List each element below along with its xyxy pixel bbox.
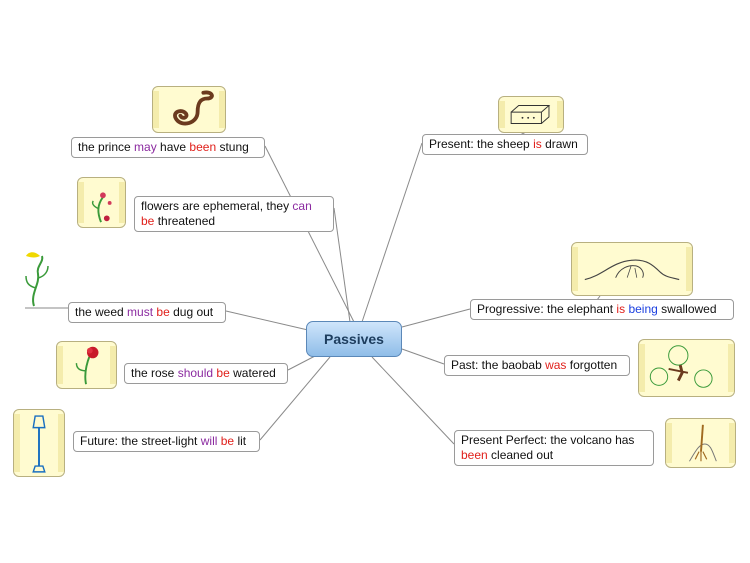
auxiliary-verb: is	[533, 137, 542, 151]
node-elephant[interactable]: Progressive: the elephant is being swall…	[470, 299, 734, 320]
flower-image[interactable]	[77, 177, 126, 228]
auxiliary-verb: be	[156, 305, 170, 319]
text: stung	[216, 140, 249, 154]
connector-sheep	[361, 142, 423, 323]
node-weed[interactable]: the weed must be dug out	[68, 302, 226, 323]
modal-verb: may	[134, 140, 157, 154]
flower-icon	[91, 192, 112, 223]
node-rose[interactable]: the rose should be watered	[124, 363, 288, 384]
rose-image[interactable]	[56, 341, 117, 389]
text: Present Perfect: the volcano has	[461, 433, 635, 447]
node-baobab[interactable]: Past: the baobab was forgotten	[444, 355, 630, 376]
connector-baobab	[401, 348, 445, 365]
elephant-boa-icon	[584, 259, 680, 281]
connector-flowers	[333, 207, 351, 323]
node-sheep[interactable]: Present: the sheep is drawn	[422, 134, 588, 155]
text: dug out	[169, 305, 214, 319]
auxiliary-verb: be	[216, 366, 230, 380]
street-light-image[interactable]	[13, 409, 65, 477]
connector-streetlight	[259, 356, 331, 441]
elephant-boa-image[interactable]	[571, 242, 693, 296]
box-image[interactable]	[498, 96, 564, 133]
auxiliary-verb: be	[141, 214, 155, 228]
text: forgotten	[566, 358, 618, 372]
snake-image[interactable]	[152, 86, 226, 133]
central-topic[interactable]: Passives	[306, 321, 402, 357]
volcano-icon	[689, 424, 717, 462]
volcano-image[interactable]	[665, 418, 736, 468]
node-flowers[interactable]: flowers are ephemeral, they can be threat…	[134, 196, 334, 232]
snake-icon	[173, 90, 214, 126]
street-light-icon	[32, 415, 46, 473]
weed-icon	[25, 252, 49, 307]
text: the prince	[78, 140, 135, 154]
node-streetlight[interactable]: Future: the street-light will be lit	[73, 431, 260, 452]
text: threatened	[154, 214, 216, 228]
auxiliary-verb: been	[461, 448, 488, 462]
text: the rose	[131, 366, 178, 380]
modal-verb: must	[127, 305, 154, 319]
central-topic-label: Passives	[324, 331, 384, 347]
text: Future: the street-light	[80, 434, 201, 448]
text: the weed	[75, 305, 128, 319]
modal-verb: should	[177, 366, 214, 380]
connector-rose	[287, 355, 316, 371]
modal-verb: will	[200, 434, 218, 448]
text: Progressive: the elephant	[477, 302, 617, 316]
baobab-image[interactable]	[638, 339, 735, 397]
auxiliary-verb: is	[616, 302, 626, 316]
auxiliary-verb: was	[545, 358, 567, 372]
text: lit	[234, 434, 247, 448]
node-prince[interactable]: the prince may have been stung	[71, 137, 265, 158]
auxiliary-verb: be	[220, 434, 235, 448]
connector-volcano	[371, 356, 455, 445]
text: watered	[229, 366, 276, 380]
modal-verb: can	[292, 199, 312, 213]
text: swallowed	[657, 302, 717, 316]
connector-weed	[225, 310, 309, 331]
box-icon	[510, 105, 551, 124]
progressive-verb: being	[628, 302, 658, 316]
rose-icon	[75, 346, 99, 385]
text: Present: the sheep	[429, 137, 534, 151]
text: drawn	[541, 137, 578, 151]
auxiliary-verb: been	[189, 140, 217, 154]
text: cleaned out	[487, 448, 554, 462]
text: Past: the baobab	[451, 358, 546, 372]
connector-elephant	[401, 308, 471, 328]
baobab-icon	[649, 345, 713, 388]
connector-prince	[264, 145, 355, 323]
text: have	[156, 140, 190, 154]
text: flowers are ephemeral, they	[141, 199, 293, 213]
